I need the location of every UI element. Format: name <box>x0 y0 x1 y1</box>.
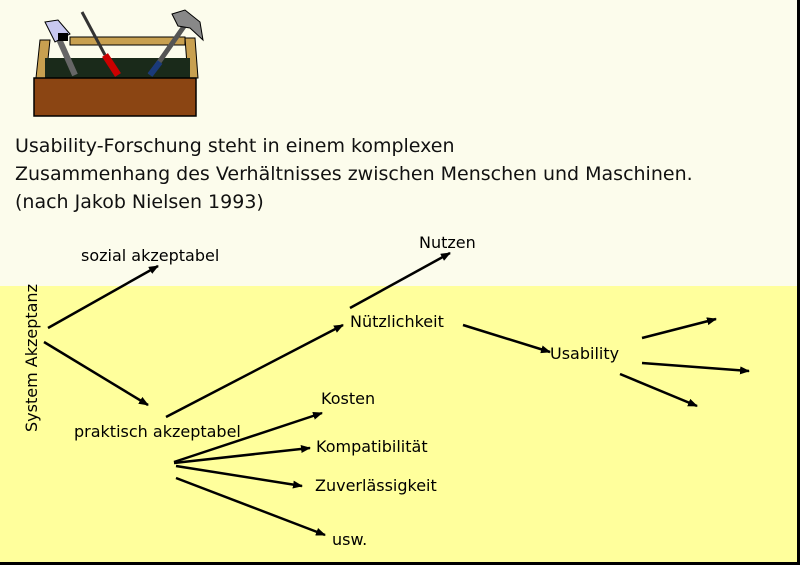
nuetzlichkeit-label: Nützlichkeit <box>350 312 444 331</box>
praktisch-akzeptabel-label: praktisch akzeptabel <box>74 422 241 441</box>
nutzen-label: Nutzen <box>419 233 476 252</box>
zuverlaessigkeit-label: Zuverlässigkeit <box>315 476 437 495</box>
sozial-akzeptabel-label: sozial akzeptabel <box>81 246 220 265</box>
arrow-nutzen <box>349 251 451 310</box>
arrow-sozial <box>47 264 159 330</box>
usability-label: Usability <box>550 344 620 363</box>
intro-line-2: Zusammenhang des Verhältnisses zwischen … <box>15 163 693 185</box>
arrow-u1 <box>641 317 717 340</box>
arrow-usw <box>175 476 326 537</box>
arrow-kompat <box>173 445 311 465</box>
kosten-label: Kosten <box>321 389 376 408</box>
kompatibilitaet-label: Kompatibilität <box>316 437 428 456</box>
top-background <box>0 0 800 286</box>
arrow-zuverl <box>175 464 303 489</box>
intro-line-1: Usability-Forschung steht in einem kompl… <box>15 135 455 157</box>
arrow-usability <box>462 323 551 354</box>
intro-text: Usability-Forschung steht in einem kompl… <box>15 132 693 216</box>
arrow-nuetzlichkeit <box>165 323 344 419</box>
usw-label: usw. <box>332 530 368 549</box>
arrow-kosten <box>173 411 323 464</box>
toolbox-icon <box>33 9 204 117</box>
arrow-praktisch <box>43 340 149 407</box>
arrow-u3 <box>619 372 698 408</box>
arrow-u2 <box>641 361 750 375</box>
intro-line-3: (nach Jakob Nielsen 1993) <box>15 191 264 213</box>
